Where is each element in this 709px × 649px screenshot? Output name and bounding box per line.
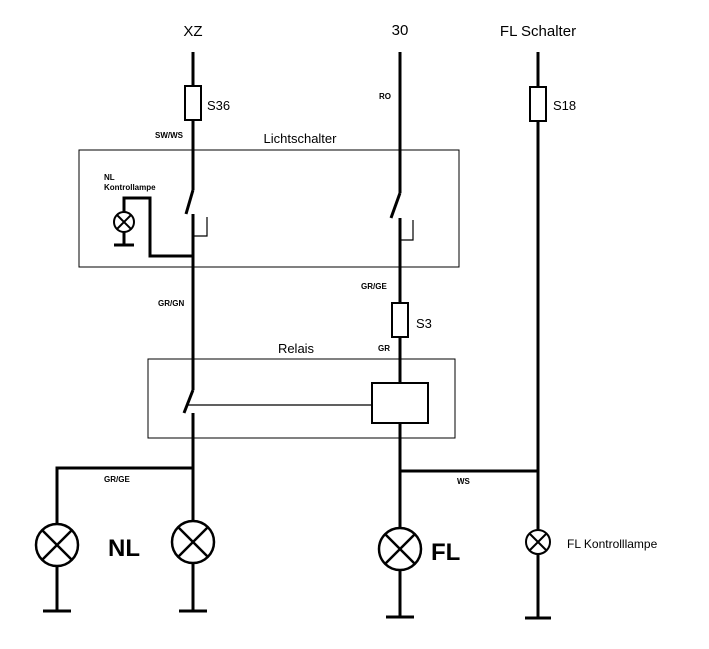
wire-label-gr: GR [378, 344, 390, 353]
xz-circuit [182, 52, 208, 612]
fuse-s3-label: S3 [416, 316, 432, 331]
fuse-s3 [391, 302, 409, 338]
nl-lamp-left [34, 522, 80, 613]
fuse-s36 [184, 85, 202, 121]
fl-lamp [377, 526, 423, 619]
fl-schalter-circuit [529, 52, 547, 617]
supply-label-30: 30 [392, 22, 409, 39]
wire-label-sw-ws: SW/WS [155, 131, 184, 140]
nl-kontroll-label-1: NL [104, 173, 115, 182]
relais-label: Relais [278, 341, 315, 356]
fl-label: FL [431, 539, 460, 566]
nl-kontroll-wire [122, 196, 193, 258]
lichtschalter-switch-right [389, 192, 402, 219]
lichtschalter-box [78, 149, 460, 268]
supply-label-xz: XZ [183, 23, 202, 40]
fuse-s36-label: S36 [207, 98, 230, 113]
lichtschalter-switch-left [184, 189, 195, 215]
relais-coil [371, 382, 429, 424]
fuse-s18-label: S18 [553, 98, 576, 113]
nl-lamp-right [170, 519, 216, 613]
wire-label-ws: WS [457, 477, 471, 486]
supply-label-fl-schalter: FL Schalter [500, 23, 576, 40]
nl-kontrollampe-branch: NL Kontrollampe [104, 173, 193, 258]
fuse-s18 [529, 86, 547, 122]
wire-label-ro: RO [379, 92, 391, 101]
fl-kontrolllampe-label: FL Kontrolllampe [567, 537, 658, 551]
wire-label-gr-gn: GR/GN [158, 299, 184, 308]
nl-label: NL [108, 535, 140, 562]
lichtschalter-label: Lichtschalter [264, 131, 338, 146]
relais-switch [182, 389, 195, 414]
lichtschalter-contact-left [193, 217, 208, 237]
wire-label-gr-ge-lower: GR/GE [104, 475, 130, 484]
lichtschalter-contact-right [400, 220, 414, 241]
gr-ge-wire [55, 466, 193, 524]
k30-circuit [371, 52, 429, 617]
relais-box [147, 358, 456, 439]
wire-label-gr-ge-upper: GR/GE [361, 282, 387, 291]
fl-kontrolllampe [525, 529, 551, 620]
nl-kontroll-label-2: Kontrollampe [104, 183, 156, 192]
